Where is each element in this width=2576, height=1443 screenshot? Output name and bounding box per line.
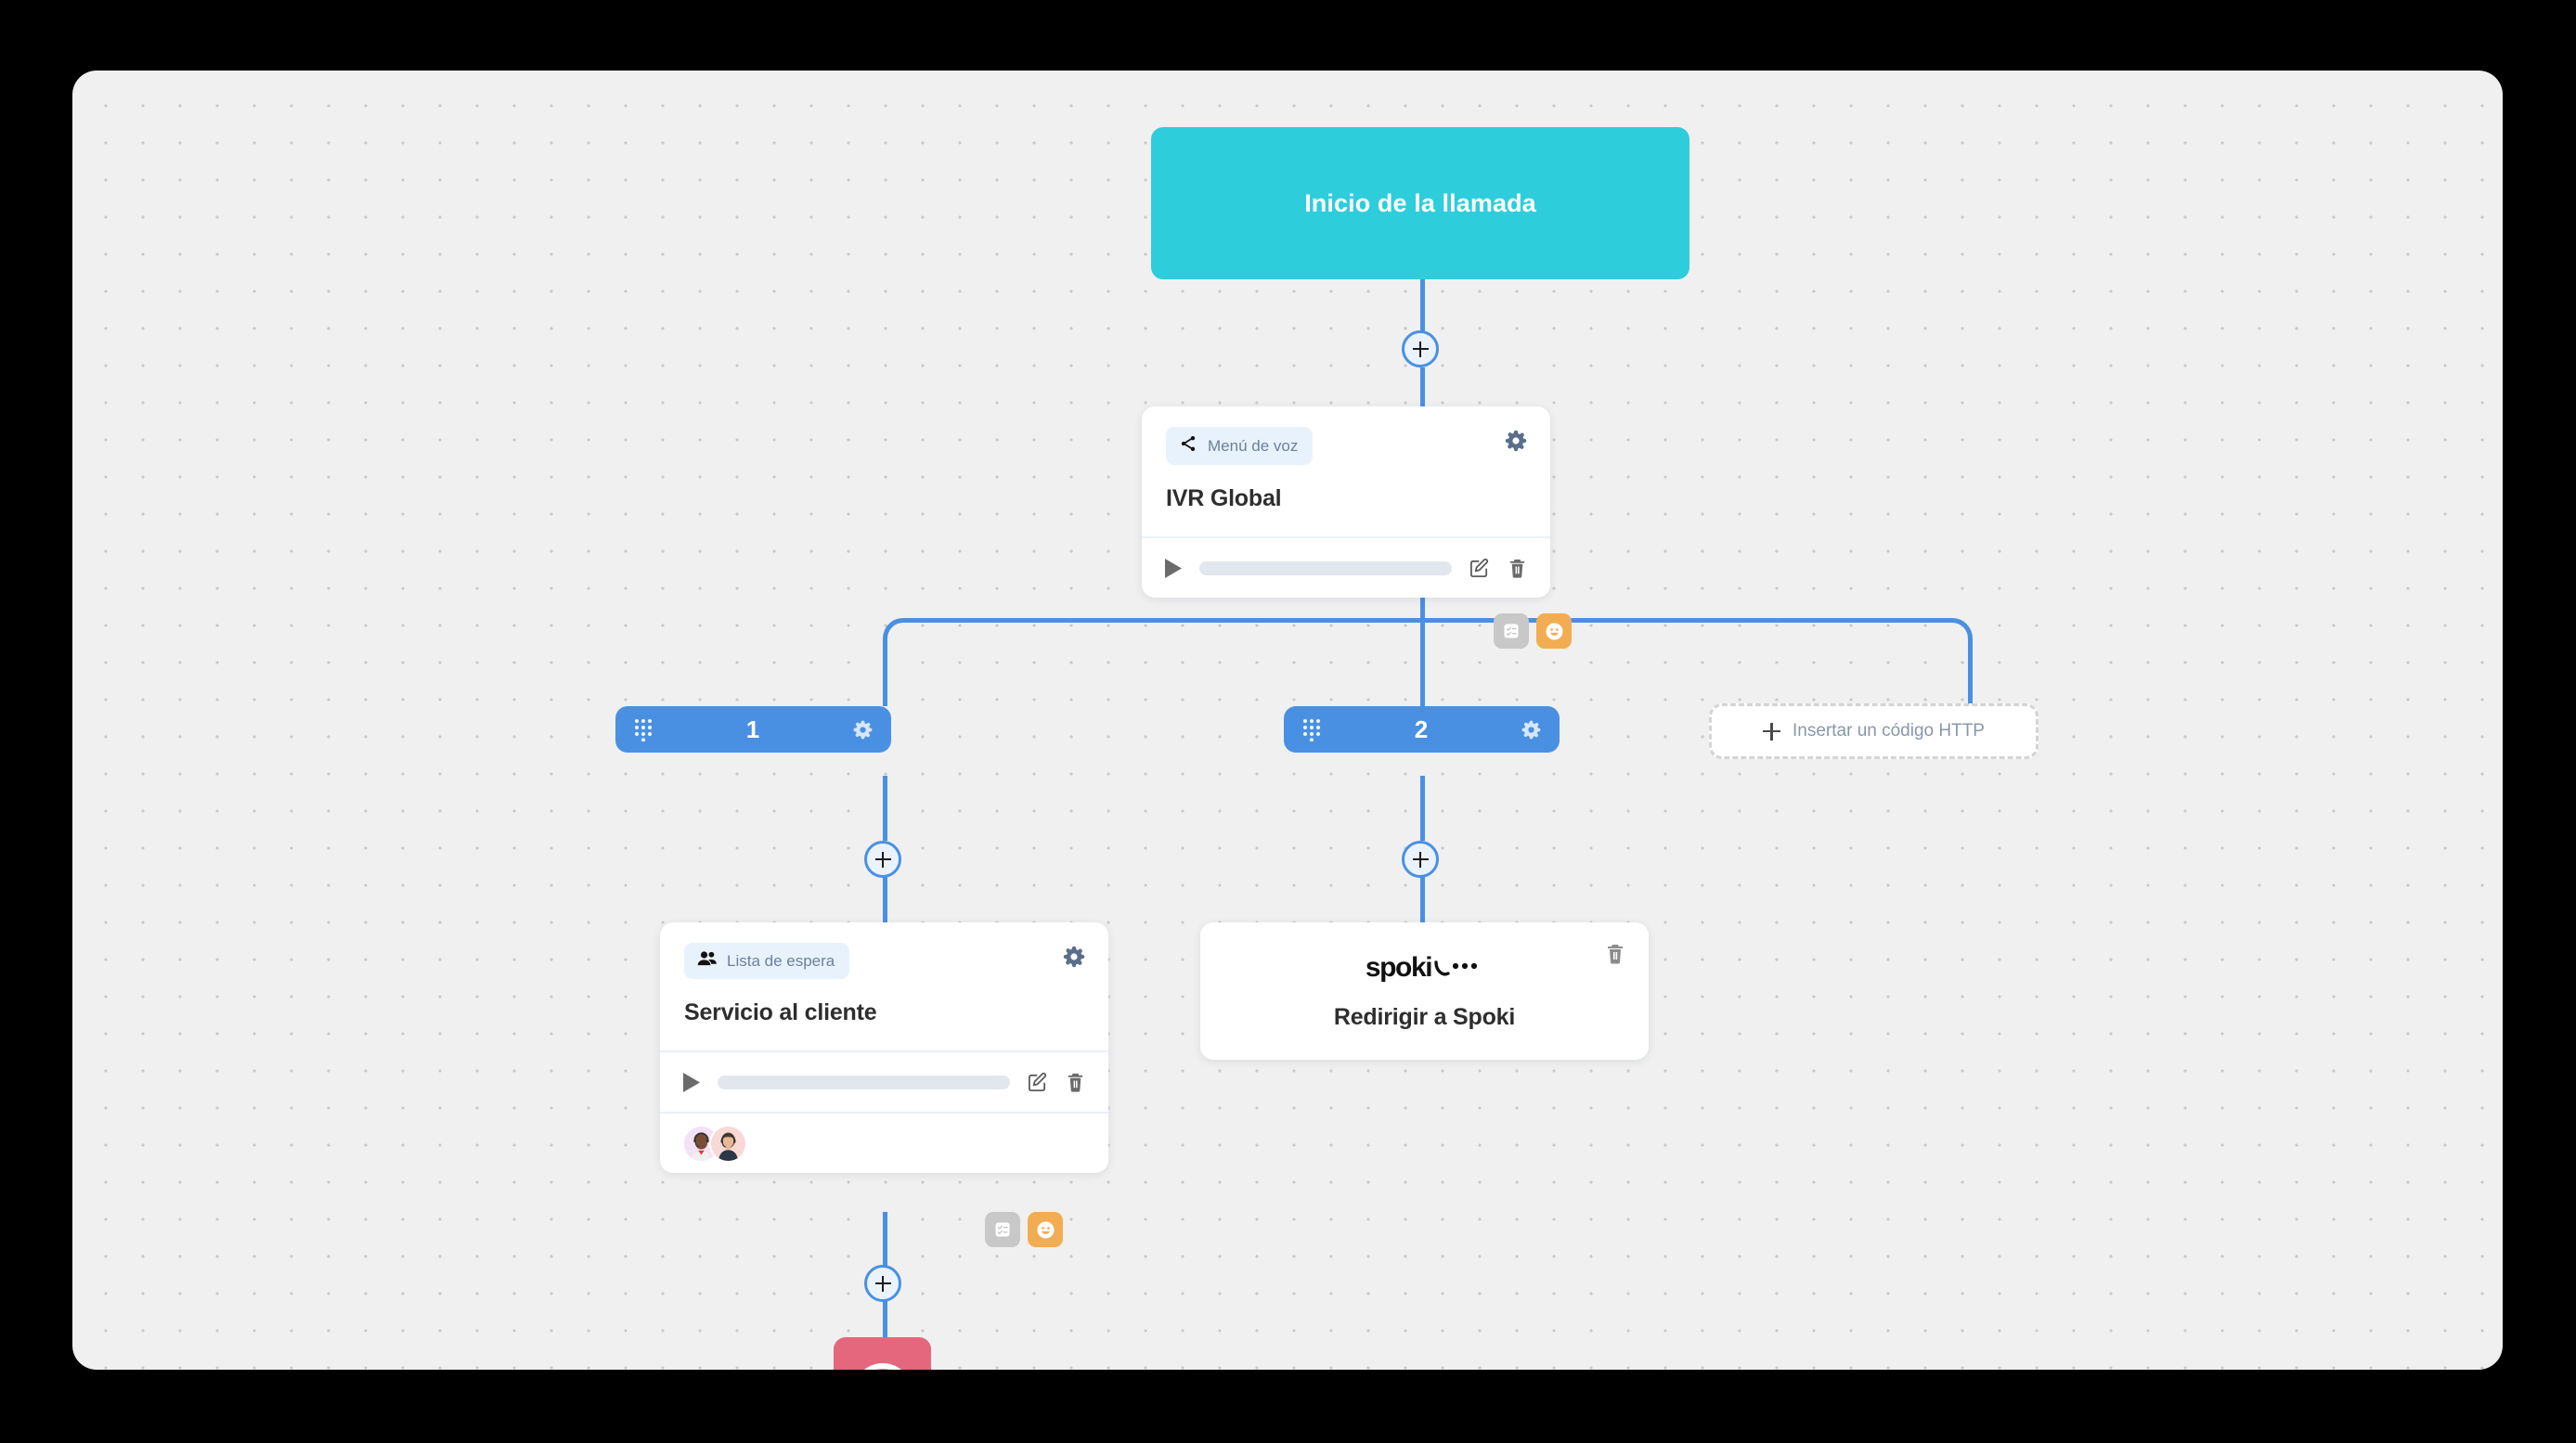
connector-branch-bus — [903, 618, 1952, 623]
flow-graph: Inicio de la llamada — [72, 71, 2503, 1370]
add-node-after-branch-1[interactable] — [864, 841, 901, 878]
agent-avatar-2[interactable] — [709, 1124, 747, 1163]
trash-icon[interactable] — [1507, 558, 1528, 579]
spoki-card[interactable]: spoki Redirigir a Spoki — [1200, 922, 1649, 1060]
audio-progress-bar[interactable] — [1199, 560, 1452, 575]
edit-icon[interactable] — [1027, 1072, 1048, 1093]
ivr-card-badges — [1494, 613, 1572, 649]
trash-icon[interactable] — [1604, 943, 1626, 965]
add-node-after-queue[interactable] — [864, 1265, 901, 1302]
queue-card-badges — [985, 1212, 1063, 1247]
branch-pill-1[interactable]: 1 — [615, 706, 891, 753]
phone-hangup-icon — [861, 1359, 905, 1370]
insert-http-code-label: Insertar un código HTTP — [1793, 721, 1985, 741]
branch-pill-2[interactable]: 2 — [1284, 706, 1560, 753]
gear-icon[interactable] — [852, 719, 874, 741]
queue-card[interactable]: Lista de espera Servicio al cliente — [660, 922, 1108, 1173]
ivr-card-tag: Menú de voz — [1166, 427, 1314, 465]
queue-card-tag: Lista de espera — [684, 943, 850, 979]
add-node-after-branch-2[interactable] — [1402, 841, 1439, 878]
queue-card-tag-label: Lista de espera — [727, 951, 835, 970]
queue-card-audio-row — [660, 1050, 1108, 1112]
branch-pill-2-number: 2 — [1414, 715, 1429, 743]
gear-icon[interactable] — [1062, 945, 1086, 969]
connector-branch-1-to-plus — [883, 776, 887, 841]
connector-corner-right — [1932, 618, 1973, 659]
connector-branch-2-to-plus — [1420, 776, 1425, 841]
spoki-logo: spoki — [1366, 952, 1483, 984]
trash-icon[interactable] — [1065, 1072, 1086, 1093]
gear-icon[interactable] — [1521, 719, 1542, 741]
connector-plus-to-queue — [883, 859, 887, 922]
users-icon — [697, 950, 717, 972]
branch-pill-1-number: 1 — [745, 715, 760, 743]
spoki-logo-mark — [1434, 960, 1478, 975]
connector-plus-to-hangup — [883, 1298, 887, 1337]
gear-icon[interactable] — [1504, 429, 1528, 453]
audio-progress-bar[interactable] — [718, 1075, 1010, 1089]
connector-bus-to-http — [1968, 655, 1973, 706]
connector-plus-to-spoki — [1420, 859, 1425, 922]
ivr-card[interactable]: Menú de voz IVR Global — [1142, 406, 1550, 598]
queue-card-header: Lista de espera Servicio al cliente — [660, 922, 1108, 1050]
start-node-label: Inicio de la llamada — [1304, 188, 1536, 217]
ivr-card-tag-label: Menú de voz — [1208, 436, 1299, 455]
checklist-icon[interactable] — [1494, 613, 1529, 649]
dialpad-icon — [633, 717, 654, 742]
spoki-card-title: Redirigir a Spoki — [1333, 1003, 1516, 1030]
smiley-icon[interactable] — [1536, 613, 1572, 649]
connector-bus-to-branch-1 — [883, 655, 887, 706]
share-icon — [1179, 434, 1197, 457]
play-icon[interactable] — [1164, 558, 1183, 579]
plus-icon — [1763, 722, 1780, 741]
ivr-card-title: IVR Global — [1166, 485, 1282, 511]
dialpad-icon — [1301, 717, 1322, 742]
start-node[interactable]: Inicio de la llamada — [1151, 127, 1689, 279]
connector-plus-to-ivr — [1420, 367, 1425, 406]
ivr-card-audio-row — [1142, 536, 1550, 598]
play-icon[interactable] — [682, 1072, 701, 1093]
hangup-node[interactable] — [834, 1337, 931, 1370]
queue-card-title: Servicio al cliente — [684, 999, 877, 1025]
smiley-icon[interactable] — [1028, 1212, 1063, 1247]
ivr-card-header: Menú de voz IVR Global — [1142, 406, 1550, 536]
edit-icon[interactable] — [1469, 558, 1490, 579]
connector-ivr-to-bus — [1420, 535, 1425, 722]
connector-queue-to-plus — [883, 1212, 887, 1272]
checklist-icon[interactable] — [985, 1212, 1020, 1247]
flow-canvas[interactable]: Inicio de la llamada — [72, 71, 2503, 1370]
queue-card-agents — [660, 1112, 1108, 1173]
insert-http-code-button[interactable]: Insertar un código HTTP — [1709, 703, 2039, 759]
connector-corner-left — [883, 618, 924, 659]
add-node-after-start[interactable] — [1402, 330, 1439, 367]
spoki-logo-text: spoki — [1365, 951, 1433, 983]
connector-start-to-plus — [1420, 279, 1425, 349]
